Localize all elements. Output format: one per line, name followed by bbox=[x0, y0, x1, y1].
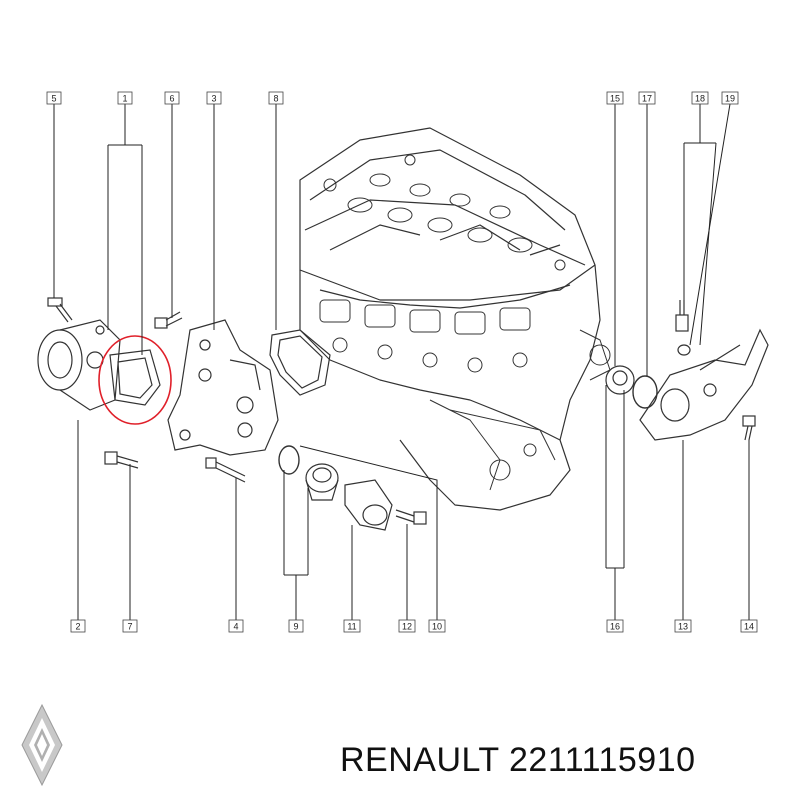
callout-box-5 bbox=[46, 91, 62, 105]
part-number: 2211115910 bbox=[509, 741, 696, 779]
callout-box-18 bbox=[691, 91, 709, 105]
callout-label-11: 11 bbox=[347, 622, 356, 632]
callout-box-15 bbox=[606, 91, 624, 105]
callout-label-6: 6 bbox=[169, 94, 174, 104]
thermostat-9-drawing bbox=[305, 463, 339, 501]
brand-name: RENAULT bbox=[340, 741, 500, 779]
callout-label-18: 18 bbox=[695, 94, 705, 104]
callout-box-19 bbox=[721, 91, 739, 105]
bolt-4-drawing bbox=[205, 457, 246, 483]
callout-box-7 bbox=[122, 619, 138, 633]
callout-box-6 bbox=[164, 91, 180, 105]
callout-box-11 bbox=[343, 619, 361, 633]
ring-19-drawing bbox=[677, 344, 691, 356]
o-ring-17-drawing bbox=[632, 375, 658, 409]
callout-box-17 bbox=[638, 91, 656, 105]
callout-label-15: 15 bbox=[610, 94, 620, 104]
bolt-14-drawing bbox=[742, 415, 756, 441]
callout-boxes bbox=[46, 91, 758, 633]
callout-box-4 bbox=[228, 619, 244, 633]
callout-label-12: 12 bbox=[402, 622, 412, 632]
callout-box-14 bbox=[740, 619, 758, 633]
bolt-5-drawing bbox=[47, 297, 73, 323]
callout-label-13: 13 bbox=[678, 622, 688, 632]
callout-box-13 bbox=[674, 619, 692, 633]
footer-caption: RENAULT 2211115910 bbox=[340, 741, 696, 780]
water-pump-drawing bbox=[37, 319, 121, 411]
bolt-7-drawing bbox=[104, 451, 139, 469]
callout-box-8 bbox=[268, 91, 284, 105]
sensor-18-drawing bbox=[675, 300, 689, 332]
o-ring-10-drawing bbox=[278, 445, 300, 475]
callout-label-8: 8 bbox=[273, 94, 278, 104]
callout-label-9: 9 bbox=[293, 622, 298, 632]
callout-label-3: 3 bbox=[211, 94, 216, 104]
callout-box-16 bbox=[606, 619, 624, 633]
callout-box-2 bbox=[70, 619, 86, 633]
callout-label-2: 2 bbox=[75, 622, 80, 632]
leader-lines bbox=[53, 103, 750, 624]
renault-logo-icon bbox=[21, 703, 63, 787]
callout-label-14: 14 bbox=[744, 622, 754, 632]
thermostat-housing-13-drawing bbox=[639, 328, 769, 441]
thermostat-cover-11-drawing bbox=[344, 479, 393, 531]
callout-label-17: 17 bbox=[642, 94, 652, 104]
callout-label-1: 1 bbox=[122, 94, 127, 104]
callout-box-3 bbox=[206, 91, 222, 105]
callout-box-9 bbox=[288, 619, 304, 633]
callout-label-10: 10 bbox=[432, 622, 442, 632]
callout-label-16: 16 bbox=[610, 622, 620, 632]
callout-label-5: 5 bbox=[51, 94, 56, 104]
callout-label-4: 4 bbox=[233, 622, 238, 632]
seal-8-drawing bbox=[269, 329, 331, 396]
thermostat-15-drawing bbox=[605, 365, 635, 395]
gasket-drawing bbox=[109, 349, 161, 406]
bolt-12-drawing bbox=[395, 509, 427, 525]
pump-housing-drawing bbox=[167, 319, 279, 456]
engine-block-drawing bbox=[299, 127, 611, 511]
bolt-6-drawing bbox=[154, 311, 183, 329]
highlight-circle bbox=[98, 335, 172, 425]
callout-label-19: 19 bbox=[725, 94, 735, 104]
callout-box-1 bbox=[117, 91, 133, 105]
callout-box-10 bbox=[428, 619, 446, 633]
callout-label-7: 7 bbox=[127, 622, 132, 632]
callout-box-12 bbox=[398, 619, 416, 633]
